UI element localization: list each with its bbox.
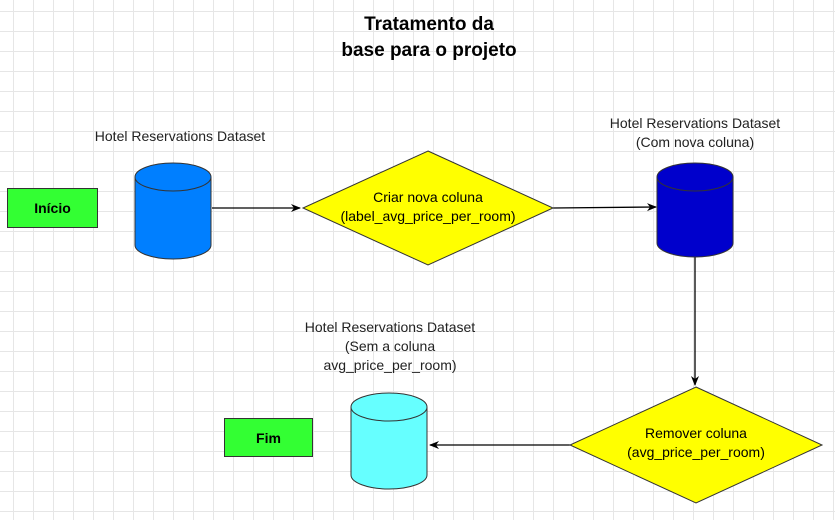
start-node[interactable]: Início	[7, 188, 98, 228]
dataset-final-label-line-2: (Sem a coluna	[344, 338, 436, 354]
dataset-final-label: Hotel Reservations Dataset (Sem a coluna…	[270, 318, 510, 375]
create-column-diamond[interactable]	[301, 150, 555, 266]
end-node-label: Fim	[256, 429, 281, 446]
create-column-text: Criar nova coluna (label_avg_price_per_r…	[318, 188, 538, 226]
title-line-2: base para o projeto	[341, 40, 517, 61]
dataset-final-cylinder[interactable]	[350, 392, 428, 490]
remove-column-text-line-2: (avg_price_per_room)	[627, 444, 765, 460]
title-line-1: Tratamento da	[364, 14, 494, 35]
dataset-new-column-label-line-2: (Com nova coluna)	[635, 134, 755, 150]
start-node-label: Início	[34, 200, 71, 216]
remove-column-diamond[interactable]	[568, 386, 824, 504]
remove-column-text-line-1: Remover coluna	[645, 425, 747, 441]
dataset-final-label-line-1: Hotel Reservations Dataset	[304, 319, 476, 335]
dataset-final-label-line-3: avg_price_per_room)	[323, 357, 457, 373]
dataset-new-column-cylinder[interactable]	[656, 162, 734, 258]
dataset-original-label: Hotel Reservations Dataset	[94, 128, 266, 144]
edge-create-to-newdataset	[552, 203, 657, 212]
remove-column-text: Remover coluna (avg_price_per_room)	[586, 424, 806, 462]
dataset-new-column-label-line-1: Hotel Reservations Dataset	[609, 115, 781, 131]
diagram-title: Tratamento da base para o projeto	[300, 12, 558, 64]
dataset-original-cylinder[interactable]	[134, 162, 212, 260]
end-node[interactable]: Fim	[224, 418, 313, 457]
create-column-text-line-2: (label_avg_price_per_room)	[340, 208, 516, 224]
create-column-text-line-1: Criar nova coluna	[373, 189, 483, 205]
dataset-new-column-label: Hotel Reservations Dataset (Com nova col…	[575, 114, 815, 152]
